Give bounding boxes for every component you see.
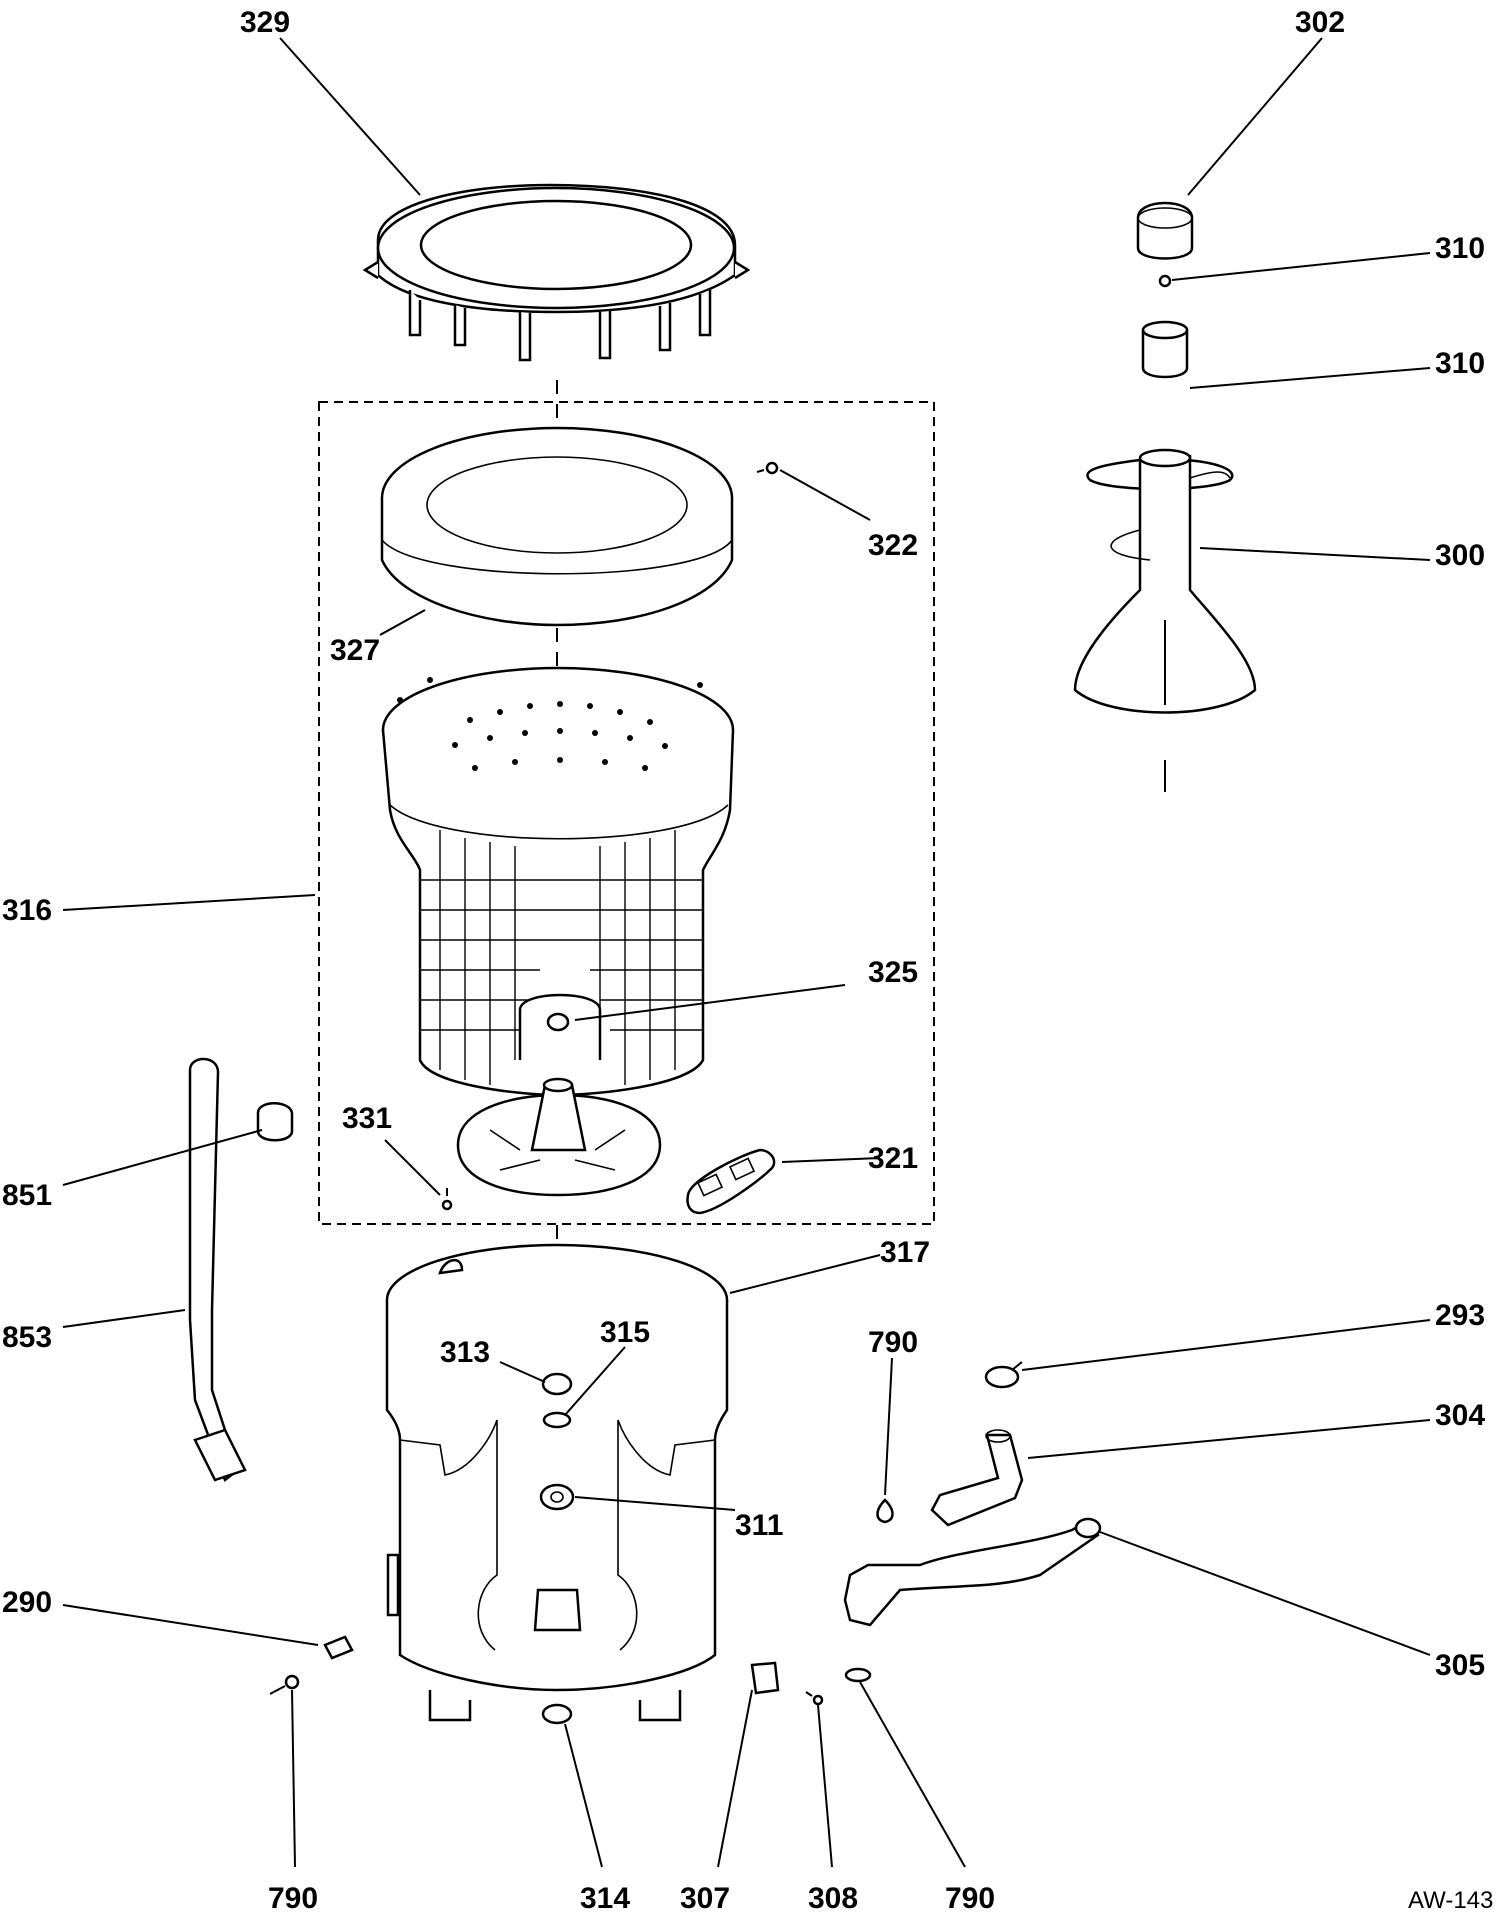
callout-290: 290 (2, 1586, 52, 1619)
part-308-screw (805, 1691, 824, 1706)
callout-304: 304 (1435, 1399, 1485, 1432)
part-300-agitator (1073, 448, 1257, 792)
part-316-wash-basket (381, 666, 735, 1097)
part-329-tub-cover (362, 183, 751, 362)
callout-853: 853 (2, 1321, 52, 1354)
part-853-fill-hose (188, 1057, 247, 1483)
callout-790-right: 790 (945, 1882, 995, 1915)
callout-307: 307 (680, 1882, 730, 1915)
callout-310-cam: 310 (1435, 347, 1485, 380)
callout-300: 300 (1435, 539, 1485, 572)
part-313-bearing (541, 1372, 573, 1396)
part-290-nut (323, 1635, 354, 1660)
callout-308: 308 (808, 1882, 858, 1915)
callout-293: 293 (1435, 1299, 1485, 1332)
part-302-agitator-cap (1136, 201, 1194, 260)
part-851-knob (256, 1102, 294, 1142)
callout-311: 311 (735, 1509, 783, 1542)
callout-851: 851 (2, 1179, 52, 1212)
diagram-code: AW-143 (1408, 1887, 1493, 1914)
part-327-balance-ring (380, 426, 734, 680)
part-311-seal (539, 1483, 575, 1511)
callout-315: 315 (600, 1316, 650, 1349)
part-331-screw (441, 1188, 453, 1211)
part-304-drain-hose (930, 1429, 1024, 1527)
callout-310-bolt: 310 (1435, 232, 1485, 265)
leader-lines (62, 37, 1431, 1868)
callout-316: 316 (2, 894, 52, 927)
part-293-clamp (984, 1361, 1023, 1389)
callout-305: 305 (1435, 1649, 1485, 1682)
callout-331: 331 (342, 1102, 392, 1135)
callout-790-upper: 790 (868, 1326, 918, 1359)
part-790-clamp-c (269, 1674, 300, 1695)
callout-314: 314 (580, 1882, 630, 1915)
callout-327: 327 (330, 634, 380, 667)
callout-labels: 329 302 310 310 322 300 327 316 325 331 … (2, 6, 1493, 1915)
callout-322: 322 (868, 529, 918, 562)
callout-321: 321 (868, 1142, 918, 1175)
part-basket-hub-base (456, 1077, 662, 1197)
callout-313: 313 (440, 1336, 490, 1369)
part-314-washer (541, 1703, 573, 1725)
part-317-outer-tub (385, 1243, 729, 1722)
callout-302: 302 (1295, 6, 1345, 39)
part-790-clamp-b (844, 1667, 872, 1683)
callout-790-left: 790 (268, 1882, 318, 1915)
callout-329: 329 (240, 6, 290, 39)
part-307-bracket (750, 1661, 780, 1695)
part-305-hose (843, 1517, 1102, 1627)
part-310-bolt (1158, 274, 1172, 288)
part-310-cam (1141, 320, 1189, 379)
part-322-screw (756, 461, 779, 475)
callout-317: 317 (880, 1236, 930, 1269)
part-321-filter (686, 1148, 776, 1215)
part-315-washer (542, 1411, 572, 1429)
callout-325: 325 (868, 956, 918, 989)
part-316-basket-assembly-frame (318, 401, 935, 1225)
part-790-clamp-a (876, 1498, 894, 1524)
